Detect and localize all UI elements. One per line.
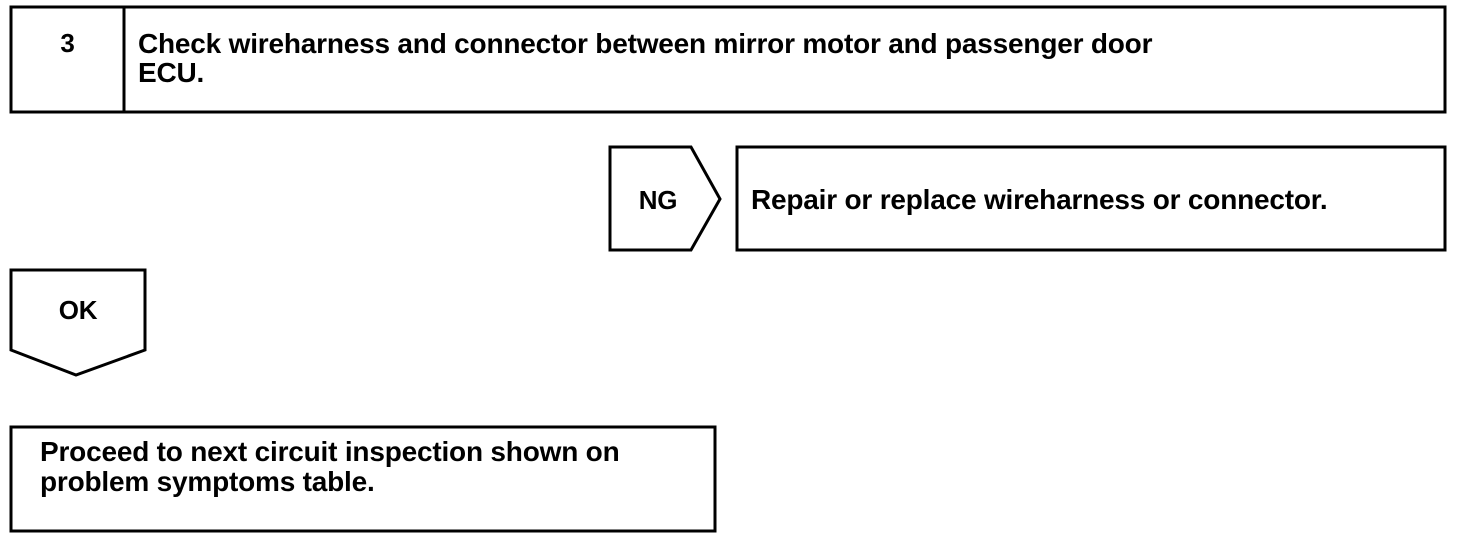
next-step-line-1: Proceed to next circuit inspection shown… xyxy=(40,436,620,467)
step-title: Check wireharness and connector between … xyxy=(138,29,1152,87)
ok-arrow-shape xyxy=(9,268,147,377)
ng-label: NG xyxy=(638,185,678,215)
step-title-line-2: ECU. xyxy=(138,57,205,88)
next-step-line-2: problem symptoms table. xyxy=(40,466,375,497)
ng-arrow-shape xyxy=(608,145,722,252)
step-box xyxy=(9,5,1447,114)
ng-action-box xyxy=(735,145,1447,252)
ok-label: OK xyxy=(58,295,98,325)
step-number: 3 xyxy=(60,28,75,58)
step-title-line-1: Check wireharness and connector between … xyxy=(138,28,1153,59)
ng-action-text: Repair or replace wireharness or connect… xyxy=(751,184,1328,215)
next-step-box xyxy=(9,425,717,533)
next-step-text: Proceed to next circuit inspection shown… xyxy=(40,436,620,497)
